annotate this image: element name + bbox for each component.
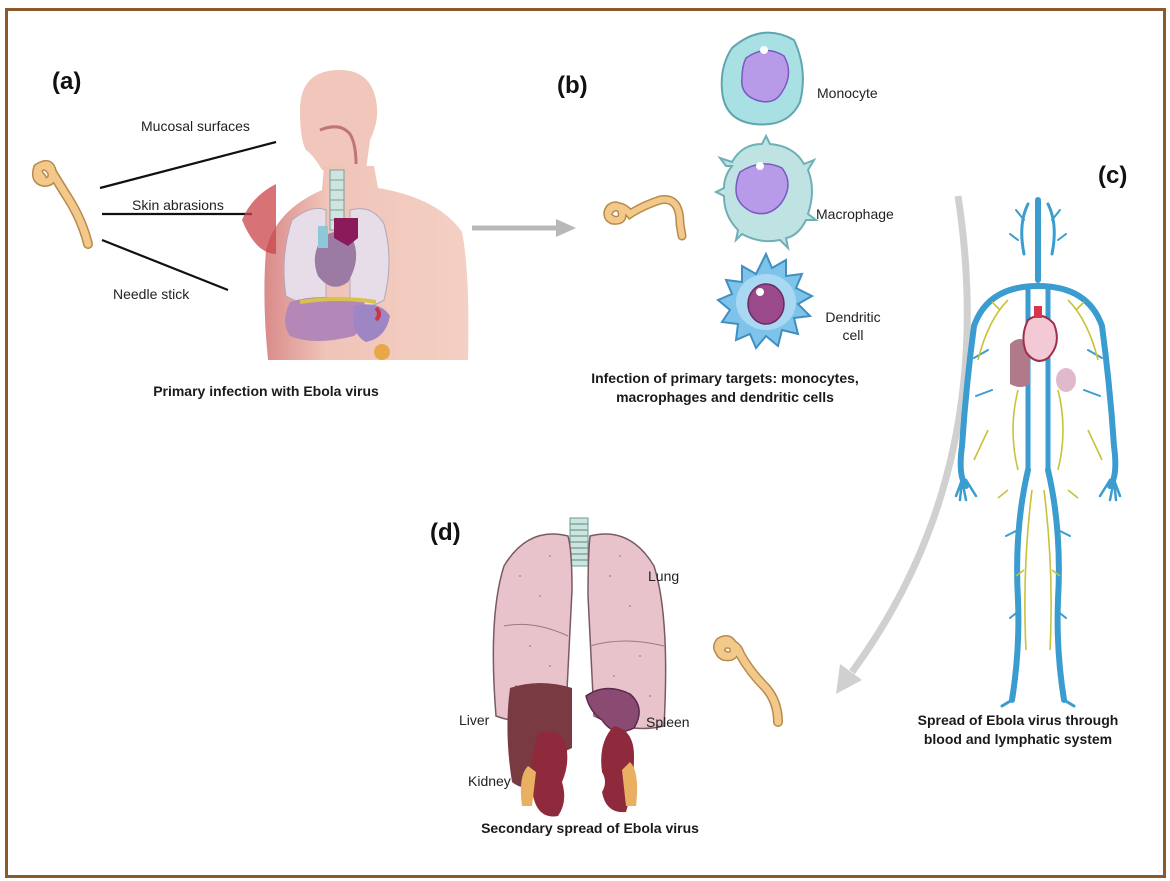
caption-c: Spread of Ebola virus through blood and … (898, 711, 1138, 749)
caption-c-line1: Spread of Ebola virus through (898, 711, 1138, 730)
panel-label-d: (d) (430, 519, 461, 547)
ebola-virus-d (710, 636, 790, 726)
caption-d: Secondary spread of Ebola virus (420, 819, 760, 838)
organs-illustration (490, 516, 680, 816)
circulatory-lymphatic-body (948, 190, 1128, 710)
organ-label-liver: Liver (459, 712, 489, 728)
organ-label-spleen: Spleen (646, 714, 690, 730)
organ-label-kidney: Kidney (468, 773, 511, 789)
organ-label-lung: Lung (648, 568, 679, 584)
panel-label-c: (c) (1098, 162, 1127, 190)
caption-c-line2: blood and lymphatic system (898, 730, 1138, 749)
